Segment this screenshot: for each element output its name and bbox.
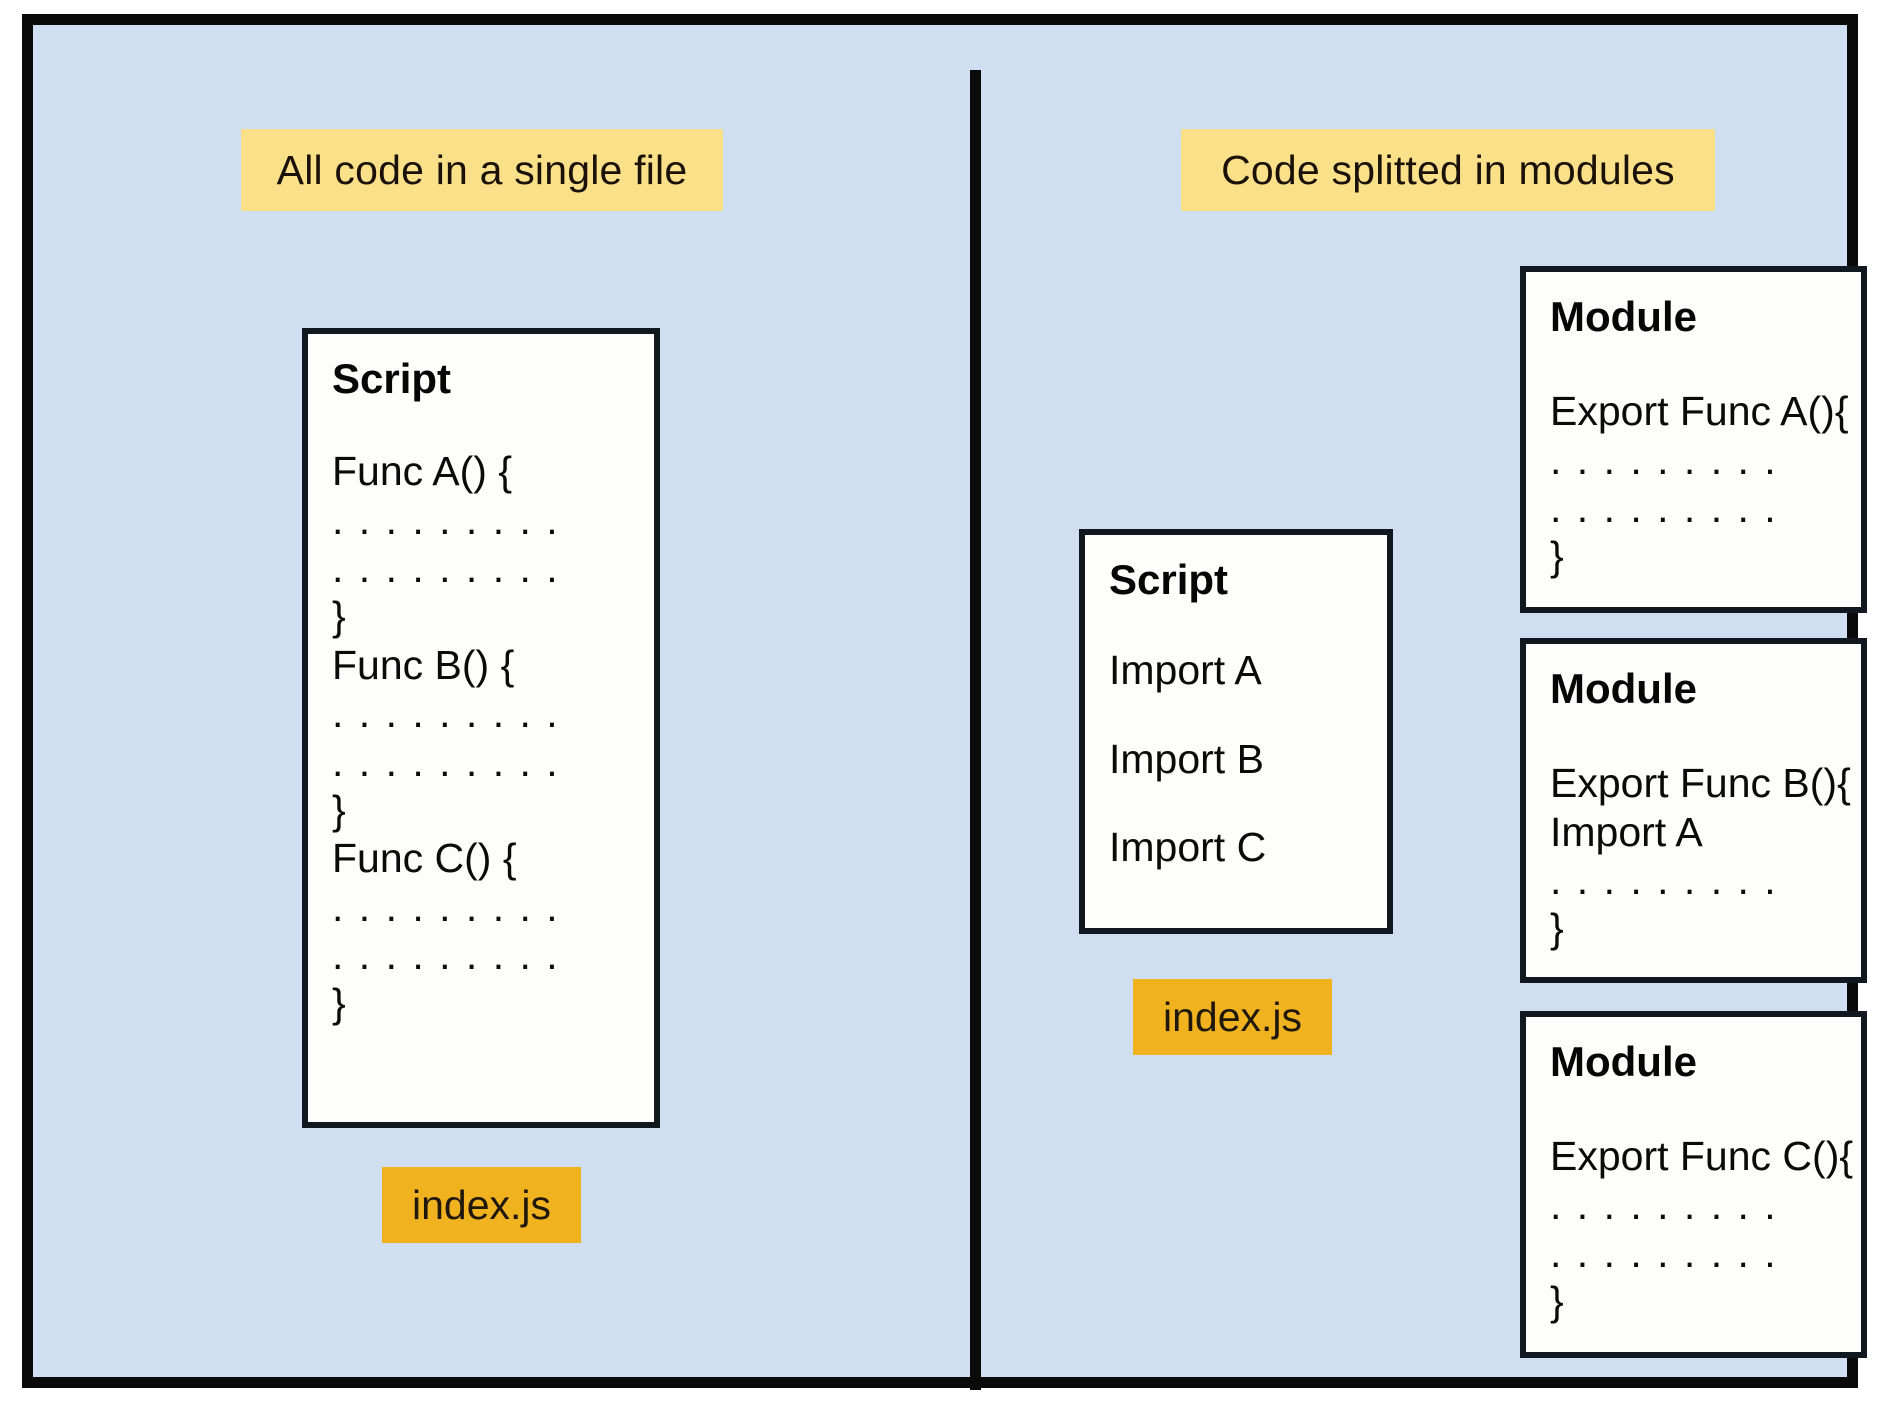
module-1-title: Module [1550,293,1697,340]
code-line: } [1550,905,1564,952]
module-2-title: Module [1550,665,1697,712]
code-line: } [1550,533,1564,580]
code-line: Export Func A(){ [1550,388,1849,435]
code-line: . . . . . . . . . [1550,485,1778,532]
code-line: Import B [1109,735,1264,782]
code-line: . . . . . . . . . [1550,857,1778,904]
code-line: . . . . . . . . . [1550,1230,1778,1277]
left-script-title: Script [332,355,452,402]
module-box-1: Module Export Func A(){. . . . . . . . .… [1520,266,1867,613]
left-file-label: index.js [382,1167,581,1243]
code-line: } [332,786,346,833]
vertical-divider [970,70,981,1390]
module-2-code: Export Func B(){Import A. . . . . . . . … [1550,759,1851,953]
right-panel-banner: Code splitted in modules [1181,129,1715,211]
code-line: Import A [1109,647,1262,694]
right-script-code: Import A Import B Import C [1109,646,1363,871]
code-line: } [1550,1278,1564,1325]
right-file-label: index.js [1133,979,1332,1055]
code-line: Import A [1550,808,1703,855]
code-line: . . . . . . . . . [332,496,560,543]
code-line: Func B() { [332,641,515,688]
right-script-title: Script [1109,556,1229,603]
code-line: . . . . . . . . . [332,545,560,592]
code-line: Func A() { [332,448,513,495]
code-line: . . . . . . . . . [332,690,560,737]
code-line: Func C() { [332,835,517,882]
code-line: . . . . . . . . . [1550,436,1778,483]
module-3-code: Export Func C(){. . . . . . . . .. . . .… [1550,1132,1854,1326]
module-box-2: Module Export Func B(){Import A. . . . .… [1520,638,1867,983]
right-script-box: Script Import A Import B Import C [1079,529,1393,934]
module-1-code: Export Func A(){. . . . . . . . .. . . .… [1550,387,1849,581]
code-line: Export Func C(){ [1550,1133,1854,1180]
module-box-3: Module Export Func C(){. . . . . . . . .… [1520,1011,1867,1358]
code-line: . . . . . . . . . [332,932,560,979]
module-3-title: Module [1550,1038,1697,1085]
code-line: . . . . . . . . . [332,738,560,785]
code-line: . . . . . . . . . [332,883,560,930]
left-script-box: Script Func A() {. . . . . . . . .. . . … [302,328,660,1128]
code-line: . . . . . . . . . [1550,1181,1778,1228]
code-line: Import C [1109,824,1267,871]
left-script-code: Func A() {. . . . . . . . .. . . . . . .… [332,447,630,1028]
code-line: } [332,980,346,1027]
code-line: } [332,593,346,640]
code-line: Export Func B(){ [1550,760,1851,807]
left-panel-banner: All code in a single file [241,129,723,211]
diagram-frame: All code in a single file Script Func A(… [22,14,1867,1390]
